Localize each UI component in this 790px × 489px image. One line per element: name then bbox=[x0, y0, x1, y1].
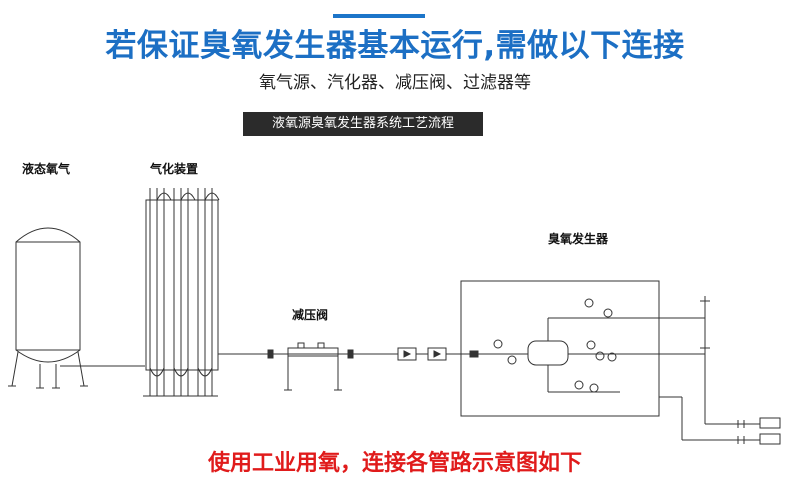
pressure-reducing-valve bbox=[273, 342, 354, 391]
label-ozone-generator: 臭氧发生器 bbox=[548, 232, 609, 246]
accent-bar bbox=[333, 14, 425, 18]
filter-arrow-1 bbox=[403, 350, 412, 358]
page-title: 若保证臭氧发生器基本运行,需做以下连接 bbox=[105, 28, 685, 64]
outlet-meter-2 bbox=[759, 433, 781, 445]
ozone-generator-enclosure bbox=[460, 280, 660, 417]
outlet-meter-1 bbox=[759, 417, 781, 429]
generator-internals bbox=[469, 298, 682, 393]
filter-arrow-2 bbox=[433, 350, 442, 358]
liquid-oxygen-tank bbox=[8, 227, 88, 389]
outlet-pipes bbox=[659, 296, 760, 444]
label-liquid-oxygen: 液态氧气 bbox=[22, 162, 71, 176]
page-subtitle: 氧气源、汽化器、减压阀、过滤器等 bbox=[259, 73, 531, 93]
pipe-coupler-left bbox=[267, 349, 274, 359]
label-pressure-valve: 减压阀 bbox=[292, 308, 329, 322]
label-vaporizer: 气化装置 bbox=[150, 162, 199, 176]
vaporizer-unit bbox=[143, 188, 220, 397]
footer-caption: 使用工业用氧，连接各管路示意图如下 bbox=[207, 451, 582, 476]
diagram-banner: 液氧源臭氧发生器系统工艺流程 bbox=[243, 112, 483, 136]
